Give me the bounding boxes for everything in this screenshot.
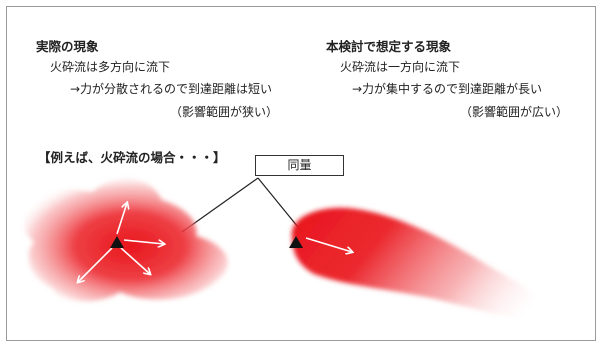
flow-area-single-direction: [291, 207, 582, 332]
figure-frame: [6, 6, 596, 341]
left-line-3: （影響範囲が狭い）: [170, 105, 279, 119]
same-amount-label: 同量: [287, 158, 312, 172]
connector-left: [181, 177, 259, 233]
arrow-down-left: [78, 247, 113, 282]
arrow-right: [123, 239, 164, 244]
left-line-2: →力が分散されるので到達距離は短い: [70, 82, 273, 96]
same-amount-box: 同量: [255, 155, 344, 176]
arrow-down-right: [120, 247, 150, 274]
right-line-2: →力が集中するので到達距離が長い: [352, 82, 543, 96]
left-heading: 実際の現象: [36, 39, 99, 54]
left-line-1: 火砕流は多方向に流下: [50, 60, 171, 74]
arrow-single-direction: [305, 237, 352, 252]
vent-marker-right: [289, 236, 303, 248]
arrow-up: [116, 203, 127, 235]
right-line-1: 火砕流は一方向に流下: [340, 60, 461, 74]
vent-marker-left: [110, 236, 124, 248]
right-line-3: （影響範囲が広い）: [460, 105, 569, 119]
arrows-multi-direction: [78, 203, 164, 282]
connector-right: [257, 177, 303, 233]
right-heading: 本検討で想定する現象: [326, 39, 452, 54]
example-label: 【例えば、火砕流の場合・・・】: [38, 150, 226, 165]
